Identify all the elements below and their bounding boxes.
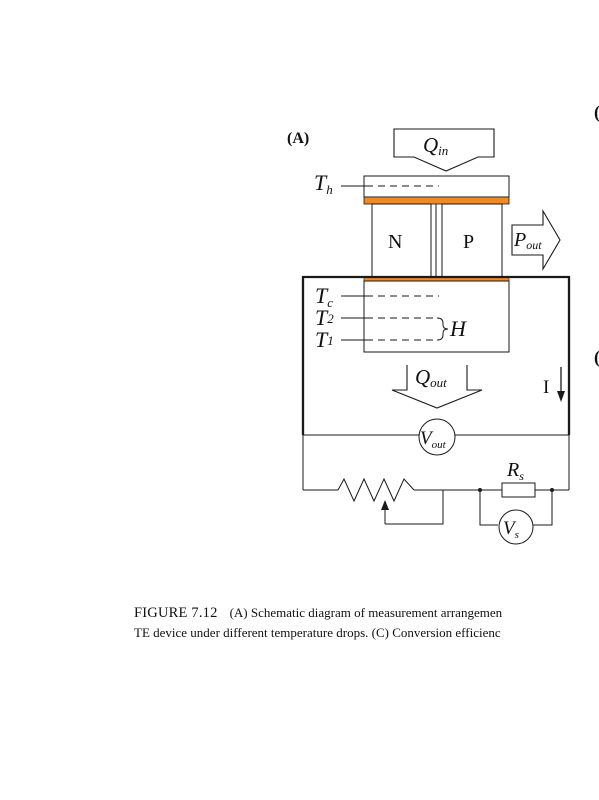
t1-label: T1: [315, 327, 334, 352]
right-panel-fragment-top: (: [594, 102, 599, 123]
h-label: H: [449, 316, 467, 341]
rs-resistor: [501, 482, 536, 498]
caption-text-2: TE device under different temperature dr…: [134, 625, 501, 640]
p-out-label: Pout: [513, 229, 542, 252]
th-label: Th: [314, 170, 333, 197]
output-circuit-frame: [301, 275, 571, 435]
hot-side-plate: [363, 175, 510, 198]
cold-side-block: [363, 280, 510, 353]
heat-in-arrow: [393, 128, 495, 172]
v-out-label: Vout: [420, 428, 447, 451]
n-leg: [371, 203, 432, 278]
q-out-label: Qout: [415, 365, 447, 390]
vs-branch-right: [533, 490, 553, 526]
figure-caption: FIGURE 7.12 (A) Schematic diagram of meas…: [134, 603, 599, 643]
vs-branch-left: [479, 490, 498, 526]
rs-label: Rs: [506, 459, 524, 483]
tc-label: Tc: [315, 283, 333, 310]
t2-label: T2: [315, 305, 334, 330]
n-leg-label: N: [388, 231, 402, 253]
variable-resistor: [337, 477, 415, 503]
v-s-meter: [498, 509, 534, 545]
hot-electrode: [363, 196, 510, 205]
right-panel-fragment-middle: (: [594, 347, 599, 368]
heat-out-arrow: [391, 365, 483, 409]
v-out-meter: [418, 418, 456, 456]
q-in-label: Qin: [423, 133, 448, 158]
caption-label: FIGURE 7.12: [134, 605, 218, 621]
power-out-arrow: [511, 208, 561, 272]
v-s-label: Vs: [503, 518, 519, 541]
h-bracket: [436, 317, 449, 341]
p-leg-label: P: [463, 231, 474, 253]
wiper-arrow: [381, 500, 389, 510]
current-label: I: [543, 377, 549, 398]
caption-line-1: FIGURE 7.12 (A) Schematic diagram of meas…: [134, 603, 599, 623]
panel-label: (A): [287, 130, 309, 147]
wiper-wire: [385, 490, 444, 525]
caption-text-1: (A) Schematic diagram of measurement arr…: [229, 605, 503, 620]
current-arrow-head: [557, 391, 565, 402]
p-leg: [441, 203, 503, 278]
